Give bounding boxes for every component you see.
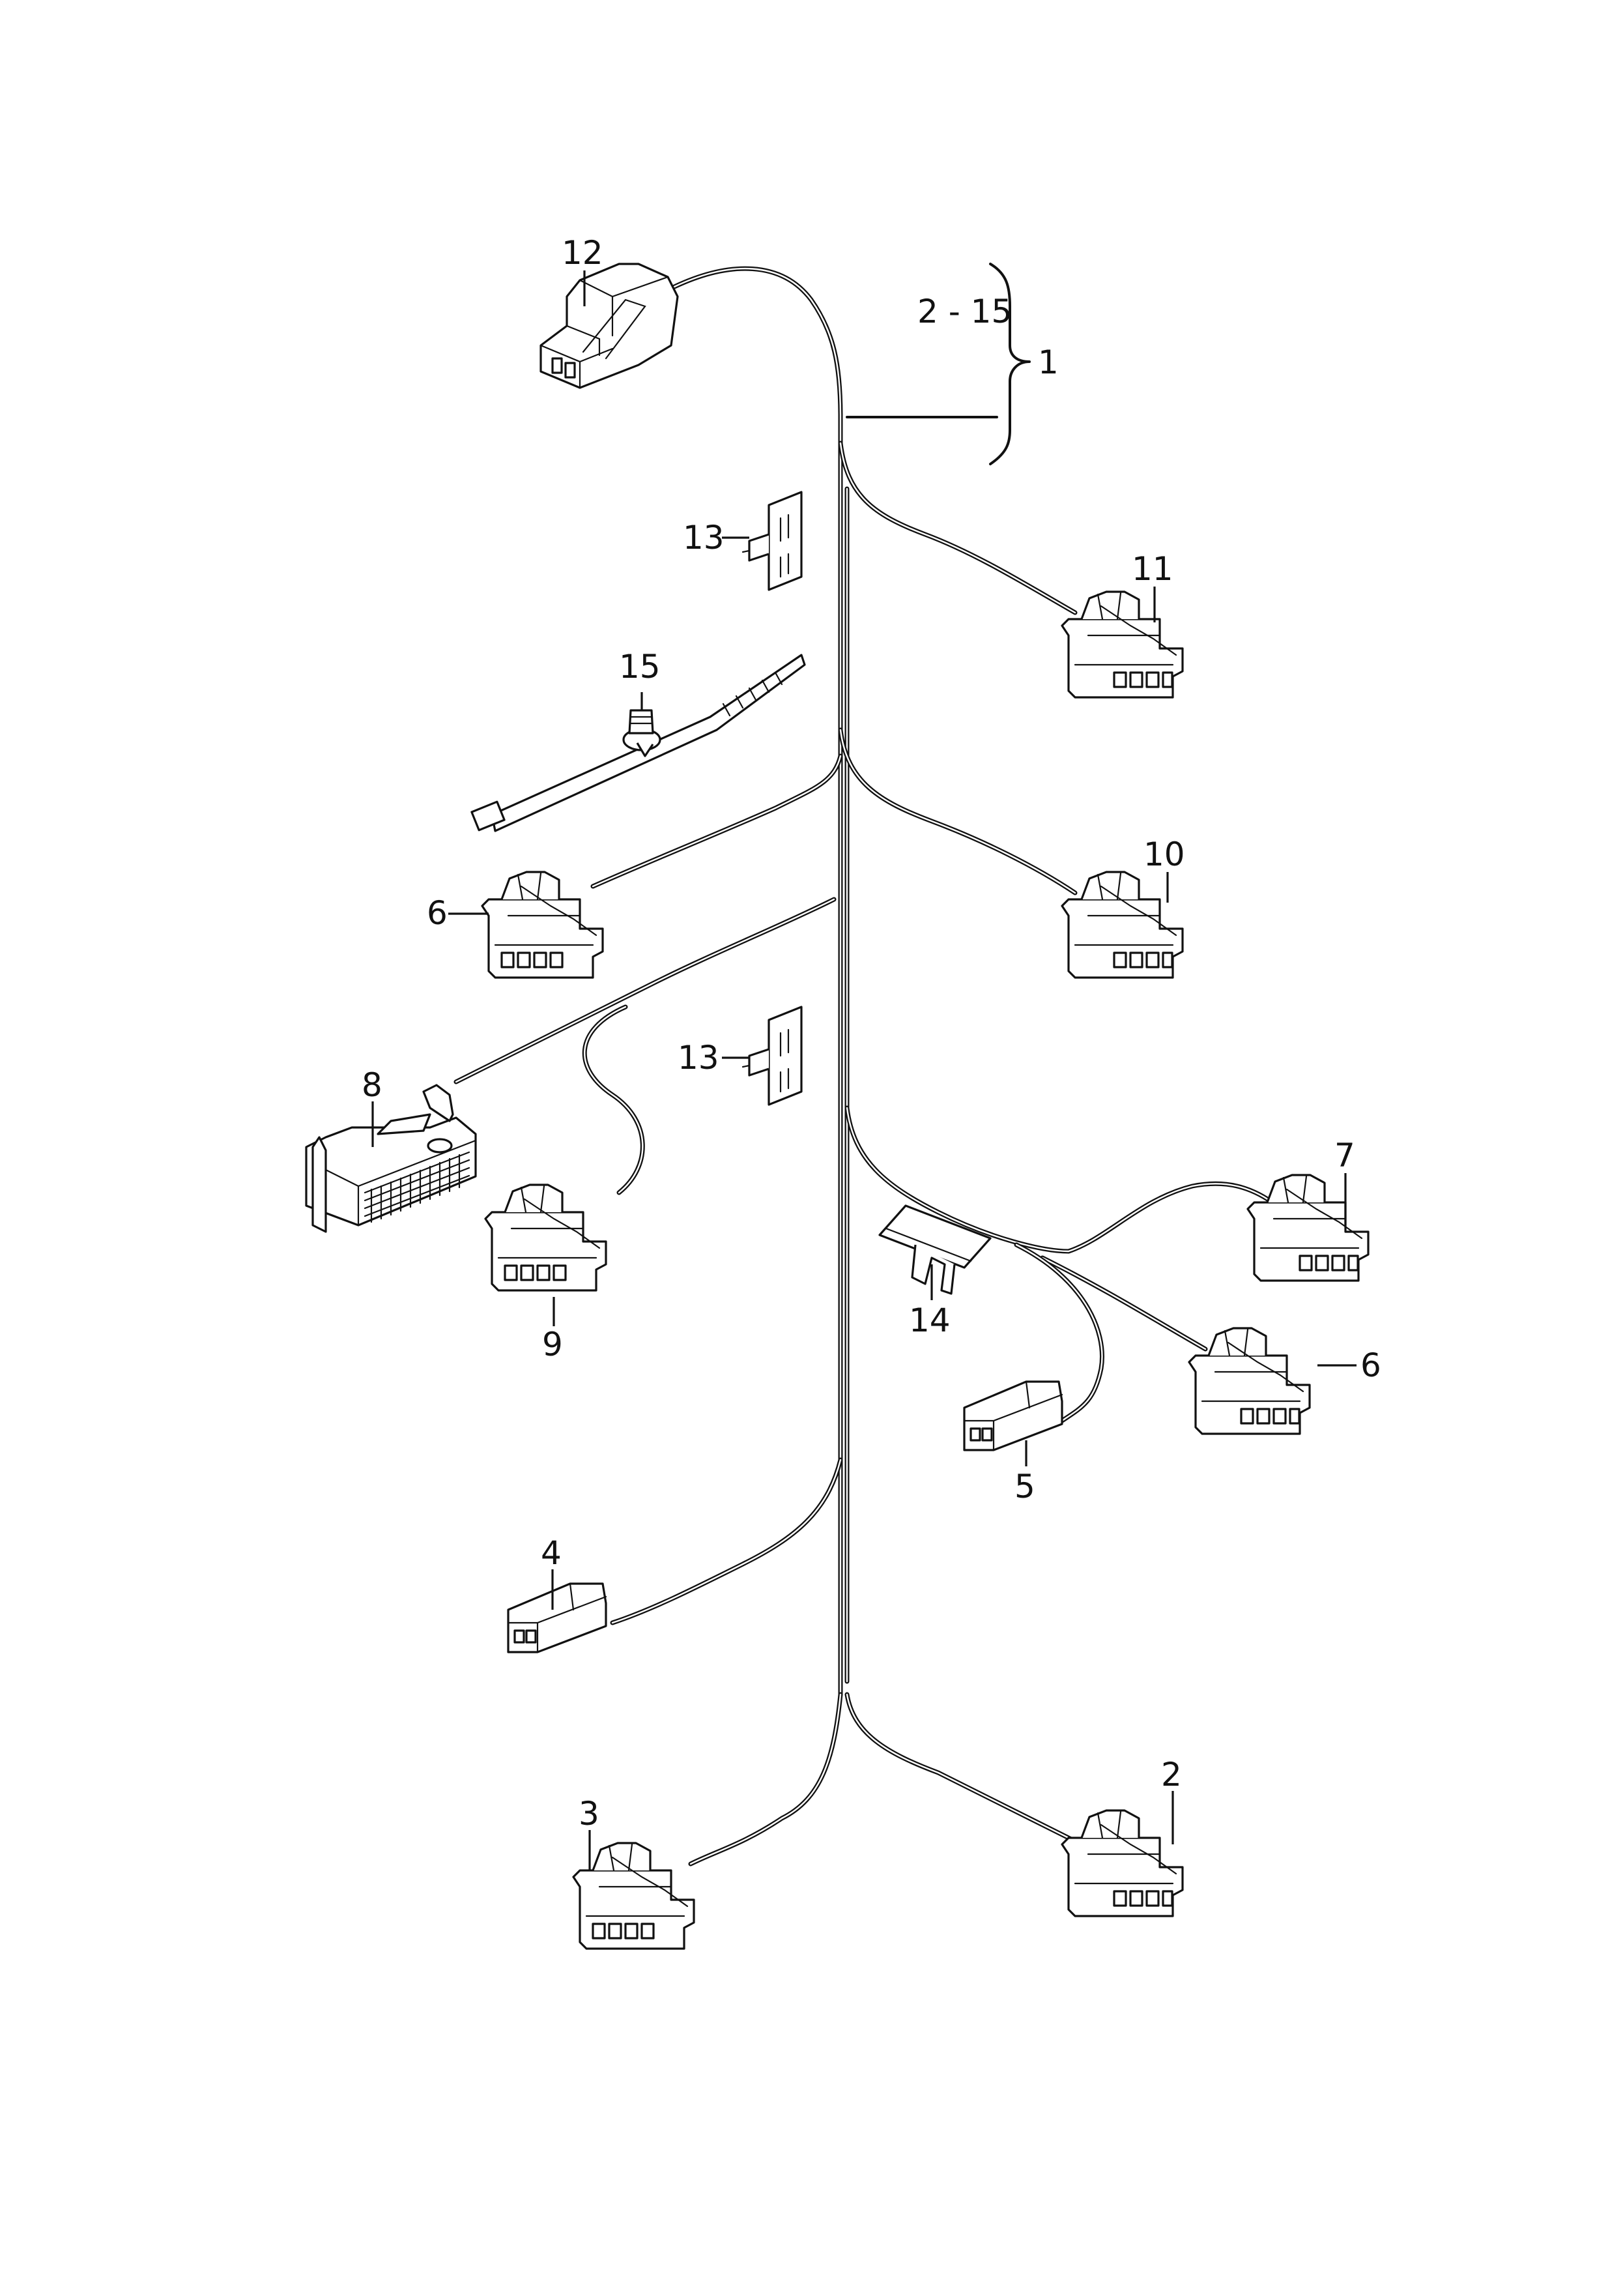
connector-9	[484, 1184, 607, 1292]
callout-8: 8	[362, 1066, 382, 1104]
callout-7: 7	[1334, 1137, 1355, 1174]
connector-2	[1061, 1809, 1184, 1917]
clip-14	[878, 1204, 992, 1295]
callout-12: 12	[562, 234, 603, 272]
callout-2: 2	[1161, 1756, 1182, 1794]
callout-6-left: 6	[427, 894, 448, 932]
callout-13-lower: 13	[678, 1039, 719, 1077]
callout-14: 14	[909, 1301, 951, 1339]
callout-4: 4	[541, 1534, 562, 1572]
connector-6-left	[481, 871, 604, 979]
callout-3: 3	[579, 1795, 599, 1833]
plug-5	[963, 1380, 1063, 1451]
connector-3	[572, 1842, 695, 1950]
callout-6-right: 6	[1360, 1346, 1381, 1384]
callout-15: 15	[619, 648, 661, 686]
connector-10	[1061, 871, 1184, 979]
callout-1: 1	[1038, 343, 1059, 381]
connector-11	[1061, 590, 1184, 699]
harness-wires	[453, 266, 1280, 1867]
callout-5: 5	[1014, 1468, 1035, 1505]
callout-13-upper: 13	[683, 519, 725, 557]
clip-13-upper	[741, 491, 803, 591]
callout-9: 9	[542, 1326, 563, 1363]
callout-10: 10	[1143, 836, 1185, 873]
connector-6-right	[1188, 1327, 1311, 1435]
leader-lines	[371, 270, 1357, 1870]
connector-7	[1246, 1174, 1370, 1282]
clip-13-lower	[741, 1006, 803, 1106]
connector-12	[539, 263, 679, 389]
callout-11: 11	[1132, 550, 1173, 588]
plug-4	[507, 1582, 607, 1653]
callout-2-15: 2 - 15	[917, 293, 1012, 330]
cable-tie-15	[470, 654, 806, 832]
connector-8	[305, 1084, 477, 1233]
group-bracket	[846, 263, 1031, 465]
